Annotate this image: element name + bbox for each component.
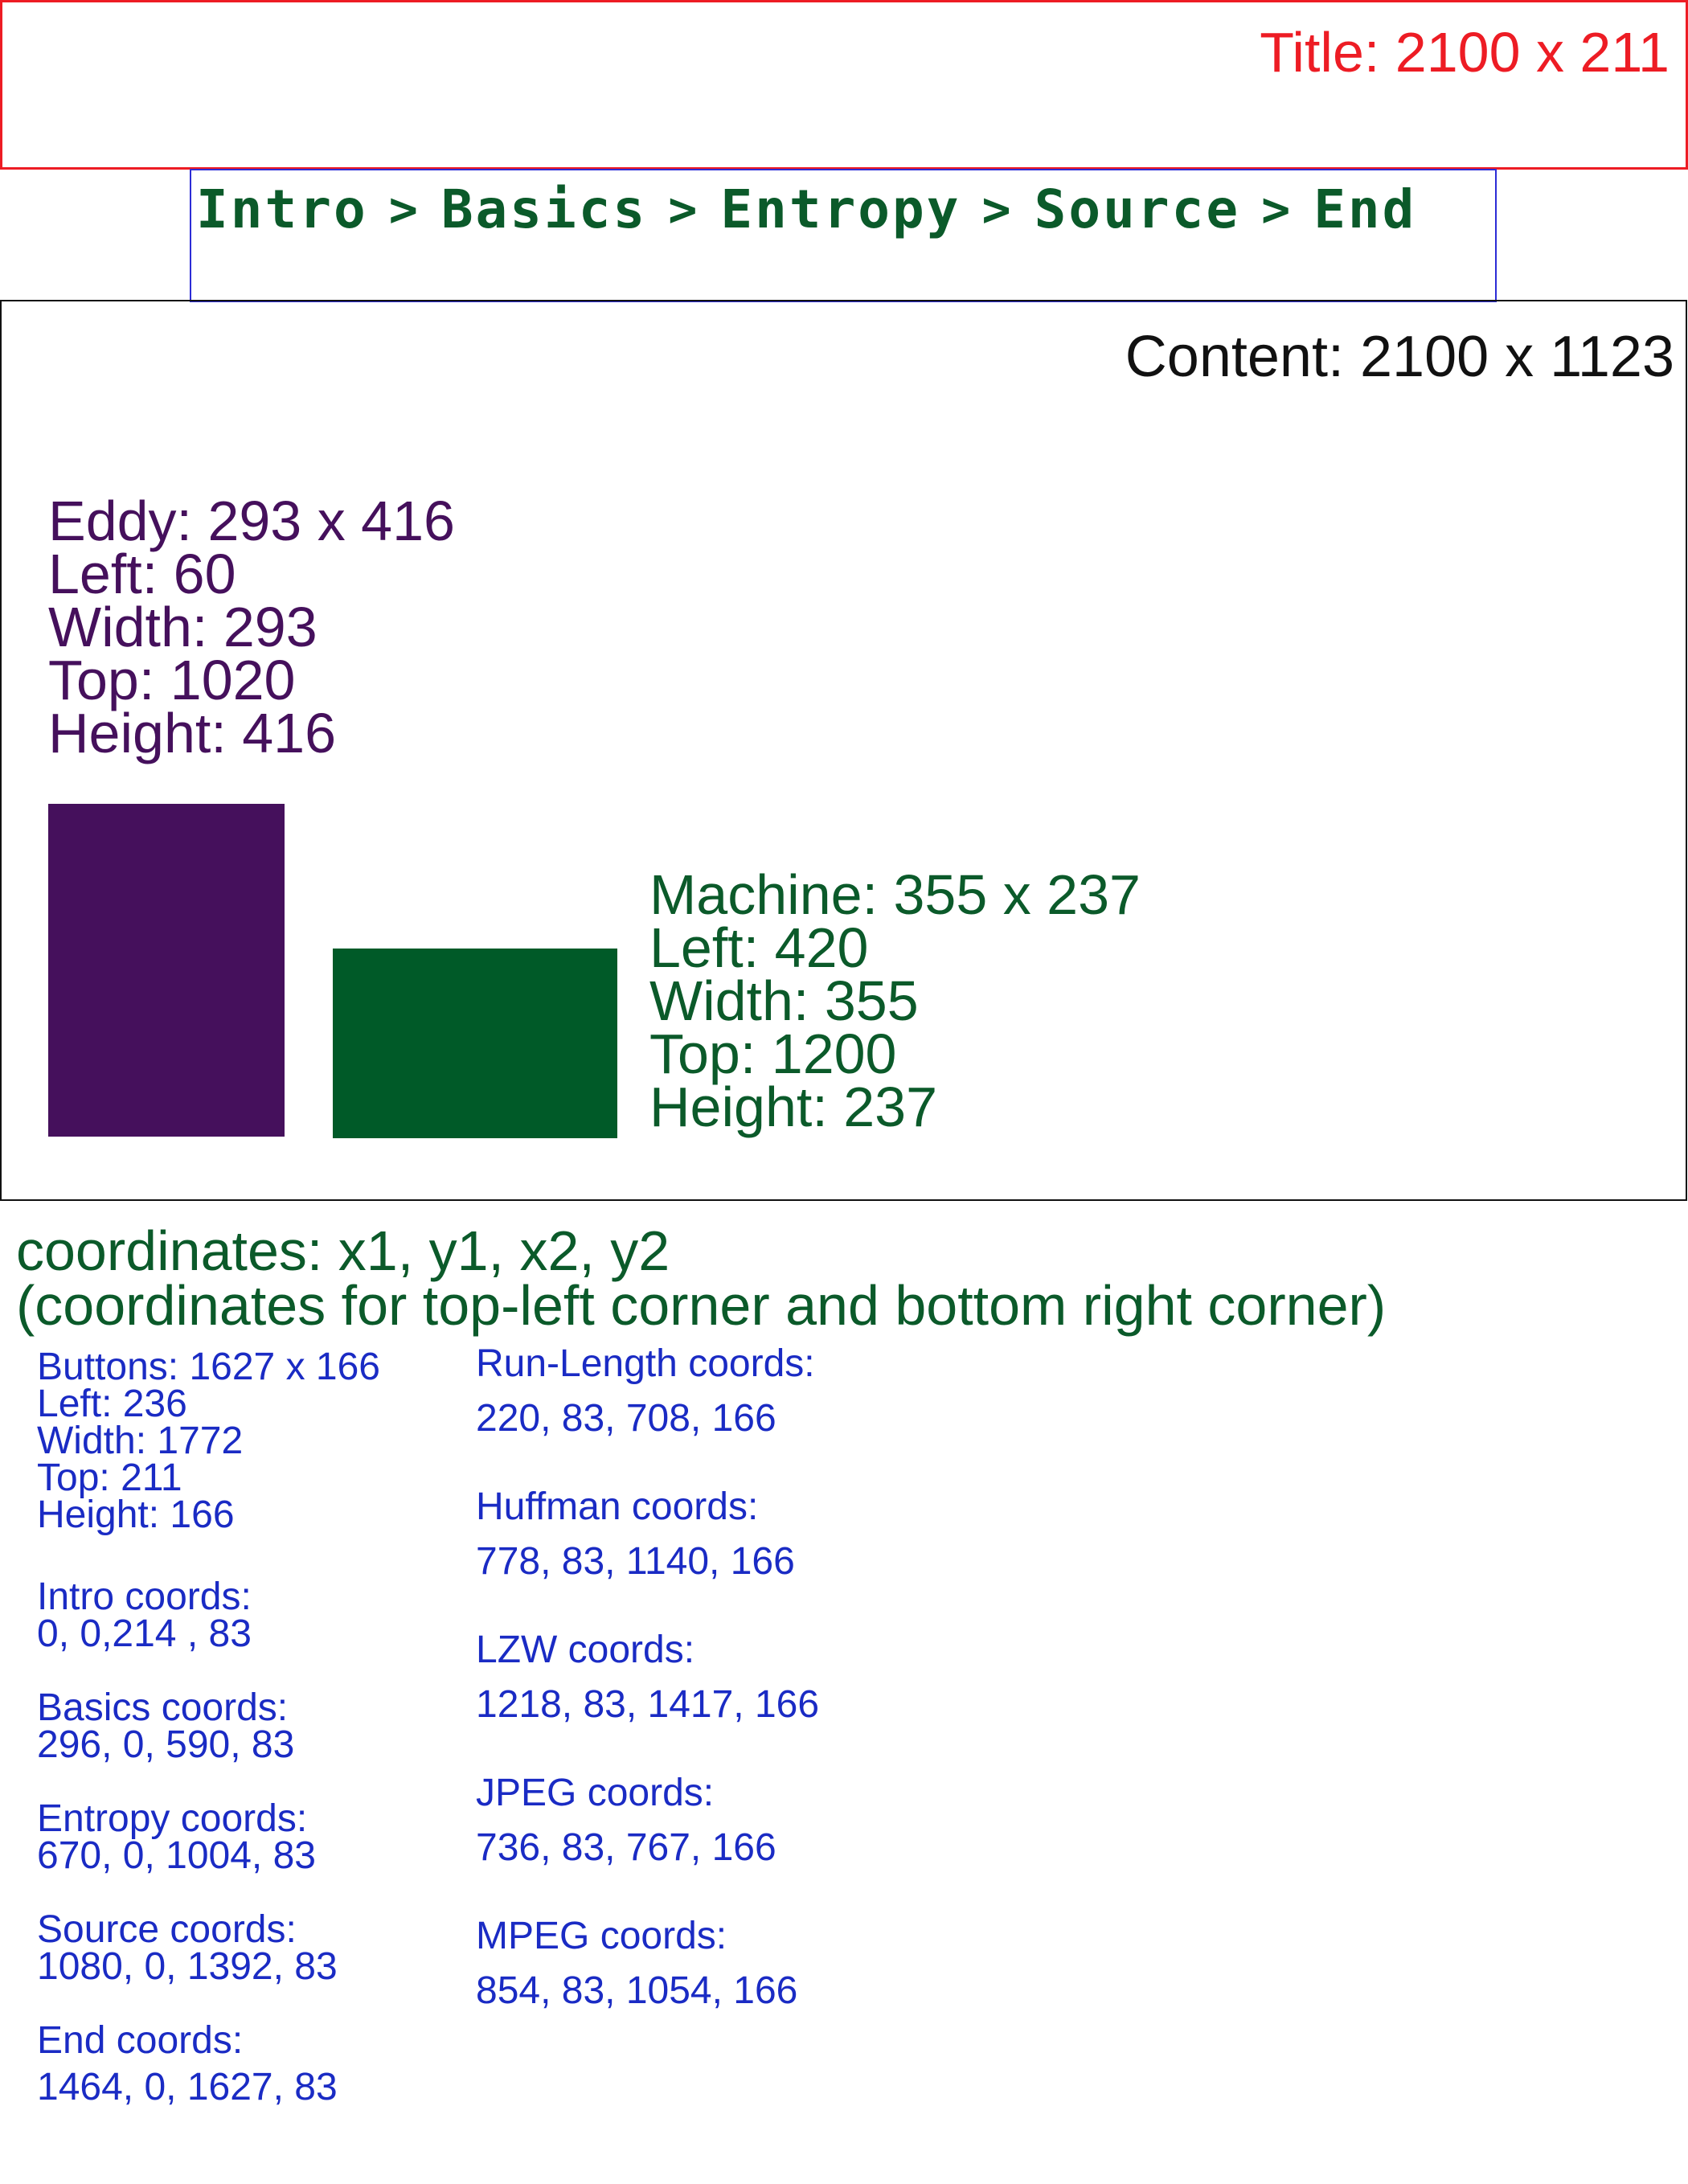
nav-separator: >	[388, 181, 420, 238]
eddy-info-line: Eddy: 293 x 416	[48, 490, 455, 552]
content-label: Content: 2100 x 1123	[1125, 325, 1674, 389]
coords-label: Intro coords:	[37, 1576, 252, 1618]
nav-separator: >	[981, 181, 1014, 238]
left-annotations: Buttons: 1627 x 166 Left: 236 Width: 177…	[37, 1346, 455, 2143]
coords-label: Basics coords:	[37, 1686, 289, 1729]
nav-item-entropy[interactable]: Entropy	[720, 178, 961, 240]
coords-value: 854, 83, 1054, 166	[476, 1969, 798, 2012]
coords-value: 1218, 83, 1417, 166	[476, 1683, 820, 1726]
coordinates-heading-line: (coordinates for top-left corner and bot…	[16, 1274, 1387, 1337]
title-box: Title: 2100 x 211	[0, 0, 1688, 170]
coords-value: 0, 0,214 , 83	[37, 1612, 252, 1655]
eddy-info-line: Left: 60	[48, 543, 236, 605]
coords-value: 220, 83, 708, 166	[476, 1397, 776, 1440]
machine-info-line: Top: 1200	[649, 1022, 897, 1085]
machine-image-placeholder	[333, 949, 617, 1138]
coordinates-heading: coordinates: x1, y1, x2, y2 (coordinates…	[16, 1219, 1387, 1337]
coords-label: Huffman coords:	[476, 1485, 759, 1528]
nav-item-basics[interactable]: Basics	[440, 178, 648, 240]
buttons-info: Buttons: 1627 x 166 Left: 236 Width: 177…	[37, 1346, 455, 1536]
entropy-coords: Entropy coords: 670, 0, 1004, 83	[37, 1797, 455, 1877]
nav-item-intro[interactable]: Intro	[196, 178, 368, 240]
coords-value: 296, 0, 590, 83	[37, 1723, 295, 1766]
buttons-info-line: Height: 166	[37, 1494, 235, 1536]
machine-info-line: Left: 420	[649, 916, 869, 979]
title-label: Title: 2100 x 211	[1260, 21, 1670, 84]
buttons-info-line: Left: 236	[37, 1383, 187, 1425]
intro-coords: Intro coords: 0, 0,214 , 83	[37, 1576, 455, 1655]
eddy-info-line: Height: 416	[48, 702, 337, 764]
end-coords: End coords: 1464, 0, 1627, 83	[37, 2019, 455, 2108]
eddy-info-line: Top: 1020	[48, 649, 296, 711]
coordinates-heading-line: coordinates: x1, y1, x2, y2	[16, 1219, 670, 1282]
run-length-coords: Run-Length coords: 220, 83, 708, 166	[476, 1344, 1039, 1439]
content-box: Content: 2100 x 1123 Eddy: 293 x 416 Lef…	[0, 300, 1687, 1201]
coords-value: 736, 83, 767, 166	[476, 1826, 776, 1869]
buttons-info-line: Buttons: 1627 x 166	[37, 1346, 380, 1388]
nav-item-source[interactable]: Source	[1034, 178, 1241, 240]
eddy-info-line: Width: 293	[48, 596, 318, 658]
jpeg-coords: JPEG coords: 736, 83, 767, 166	[476, 1773, 1039, 1868]
coords-label: MPEG coords:	[476, 1915, 727, 1957]
eddy-image-placeholder	[48, 804, 285, 1137]
buttons-info-line: Width: 1772	[37, 1420, 244, 1462]
nav-item-end[interactable]: End	[1313, 178, 1417, 240]
breadcrumb: Intro > Basics > Entropy > Source > End	[190, 169, 1497, 302]
source-coords: Source coords: 1080, 0, 1392, 83	[37, 1908, 455, 1988]
machine-info-line: Width: 355	[649, 969, 919, 1032]
coords-label: LZW coords:	[476, 1629, 695, 1671]
coords-value: 1080, 0, 1392, 83	[37, 1945, 338, 1988]
machine-info-line: Machine: 355 x 237	[649, 863, 1141, 926]
lzw-coords: LZW coords: 1218, 83, 1417, 166	[476, 1630, 1039, 1725]
coords-value: 1464, 0, 1627, 83	[37, 2066, 338, 2108]
basics-coords: Basics coords: 296, 0, 590, 83	[37, 1686, 455, 1766]
coords-value: 670, 0, 1004, 83	[37, 1834, 316, 1877]
coords-label: Entropy coords:	[37, 1797, 308, 1840]
nav-separator: >	[1261, 181, 1293, 238]
coords-label: End coords:	[37, 2019, 244, 2062]
coords-label: Source coords:	[37, 1908, 297, 1951]
mpeg-coords: MPEG coords: 854, 83, 1054, 166	[476, 1916, 1039, 2011]
breadcrumb-row: Intro > Basics > Entropy > Source > End	[196, 178, 1416, 240]
coords-value: 778, 83, 1140, 166	[476, 1540, 795, 1583]
huffman-coords: Huffman coords: 778, 83, 1140, 166	[476, 1487, 1039, 1582]
eddy-info: Eddy: 293 x 416 Left: 60 Width: 293 Top:…	[48, 490, 455, 764]
machine-info: Machine: 355 x 237 Left: 420 Width: 355 …	[649, 863, 1141, 1138]
buttons-info-line: Top: 211	[37, 1457, 182, 1499]
coords-label: Run-Length coords:	[476, 1342, 815, 1385]
right-annotations: Run-Length coords: 220, 83, 708, 166 Huf…	[476, 1344, 1039, 2059]
coords-label: JPEG coords:	[476, 1772, 715, 1814]
nav-separator: >	[668, 181, 700, 238]
machine-info-line: Height: 237	[649, 1076, 938, 1138]
